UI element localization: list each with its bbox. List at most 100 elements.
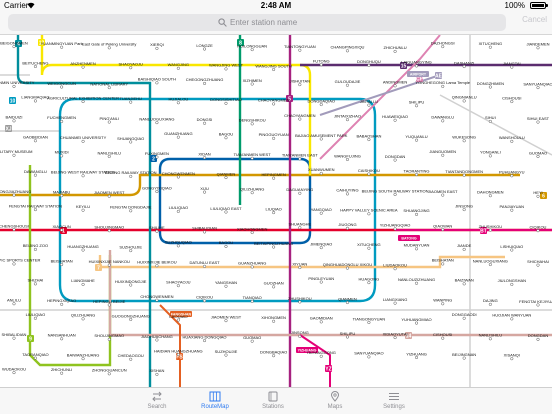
line-13-badge[interactable]: 13 xyxy=(38,39,45,47)
station-dot[interactable] xyxy=(224,176,228,180)
station[interactable]: TIAN'ANMEN WEST xyxy=(234,152,272,160)
station[interactable]: JIMENQIAO xyxy=(310,241,332,250)
station-dot[interactable] xyxy=(81,248,85,252)
station[interactable]: SHUANGQIAO xyxy=(117,136,144,144)
station[interactable]: HUIXINDONGJIE xyxy=(115,279,147,287)
station-dot[interactable] xyxy=(298,191,302,195)
station[interactable]: ANDINGMEN xyxy=(383,80,408,88)
station-dot[interactable] xyxy=(272,176,276,180)
station[interactable]: QINGNIANLU xyxy=(452,95,477,103)
station[interactable]: CAIHUYING xyxy=(336,188,359,196)
station-dot[interactable] xyxy=(441,227,445,232)
station[interactable]: CHONGWENMEN xyxy=(162,171,195,179)
station-dot[interactable] xyxy=(345,266,350,270)
station[interactable]: GUOZHAN xyxy=(264,281,284,289)
station[interactable]: JIANDE xyxy=(457,243,472,251)
station-dot[interactable] xyxy=(12,262,16,266)
station[interactable]: NANLISHILU xyxy=(97,150,121,159)
station-dot[interactable] xyxy=(176,352,180,357)
station-dot[interactable] xyxy=(462,64,466,69)
station[interactable]: TIANTONGYUAN xyxy=(284,44,316,52)
station-dot[interactable] xyxy=(60,262,64,267)
station-dot[interactable] xyxy=(250,339,254,343)
station[interactable]: SONGJIAZHUANG xyxy=(0,189,31,197)
station-dot[interactable] xyxy=(298,48,302,52)
station-dot[interactable] xyxy=(155,338,159,342)
station-dot[interactable] xyxy=(129,174,133,178)
station-dot[interactable] xyxy=(319,137,323,141)
station[interactable]: DONGDAN xyxy=(385,154,406,162)
station[interactable]: PINGLEYUAN xyxy=(308,276,334,284)
station-dot[interactable] xyxy=(462,208,466,212)
station[interactable]: BEIJING SOUTH RAILWAY STATION xyxy=(362,188,429,197)
station[interactable]: CHANGPINGXIQU xyxy=(330,45,365,53)
station-dot[interactable] xyxy=(272,319,276,323)
station[interactable]: JIANDEMEN xyxy=(526,42,550,50)
station[interactable]: XITUCHENG xyxy=(479,41,503,49)
station-dot[interactable] xyxy=(367,103,371,107)
station[interactable]: DONGDAQIAO xyxy=(307,98,335,107)
airport-badge[interactable]: AE xyxy=(435,72,443,80)
station-dot[interactable] xyxy=(155,121,159,125)
station-dot[interactable] xyxy=(272,245,276,249)
station[interactable]: DONGZHIMEN xyxy=(477,81,504,89)
line-7-route[interactable] xyxy=(98,255,505,269)
station[interactable]: NANLISHILU xyxy=(479,333,503,341)
station-dot[interactable] xyxy=(60,154,64,158)
station[interactable]: ANZHENMEN xyxy=(70,61,96,69)
station-dot[interactable] xyxy=(155,189,159,194)
station-dot[interactable] xyxy=(60,194,64,198)
station[interactable]: WANGJING SOUTH xyxy=(255,63,292,72)
station[interactable]: CISHOUSI xyxy=(433,332,452,340)
station-dot[interactable] xyxy=(510,139,514,143)
station-dot[interactable] xyxy=(202,81,207,85)
station-dot[interactable] xyxy=(12,84,16,88)
station[interactable]: WANGJING WEST xyxy=(209,63,244,71)
station[interactable]: HUILONGGUAN xyxy=(237,43,267,52)
station-dot[interactable] xyxy=(155,264,159,268)
station[interactable]: TUANJIEHU xyxy=(119,96,142,104)
station[interactable]: DAZHONGSI xyxy=(431,40,455,49)
station[interactable]: LIUDAOKOU xyxy=(383,263,407,271)
station-dot[interactable] xyxy=(12,193,16,197)
station[interactable]: ZHICHUNLU xyxy=(384,45,407,53)
station[interactable]: FUCHENGMEN xyxy=(47,115,76,123)
station[interactable]: JIUGONG xyxy=(338,222,357,230)
station-dot[interactable] xyxy=(129,100,133,104)
station-dot[interactable] xyxy=(224,67,228,71)
station-dot[interactable] xyxy=(60,85,64,89)
station-dot[interactable] xyxy=(367,172,371,176)
station-dot[interactable] xyxy=(81,99,85,104)
station-dot[interactable] xyxy=(250,230,254,235)
station[interactable]: DATUNLU EAST xyxy=(189,260,220,268)
station-dot[interactable] xyxy=(345,301,350,305)
station-dot[interactable] xyxy=(393,118,397,122)
station[interactable]: GAOMIDIAN xyxy=(310,316,333,324)
station[interactable]: BABAOSHAN xyxy=(356,133,381,142)
station[interactable]: LAIGUANGYING xyxy=(401,60,432,68)
station[interactable]: XIYUAN xyxy=(292,261,307,270)
station[interactable]: CHONGWENMEN xyxy=(140,294,174,302)
station-dot[interactable] xyxy=(462,282,466,286)
station-dot[interactable] xyxy=(250,82,254,86)
station[interactable]: XISHAN xyxy=(149,368,164,376)
station-dot[interactable] xyxy=(488,262,492,267)
station[interactable]: SUZHOUJIE xyxy=(215,349,238,357)
station[interactable]: YUHUANGMIAO xyxy=(401,317,432,325)
station[interactable]: NANSANHUAN xyxy=(48,333,76,341)
station[interactable]: FUTONG xyxy=(313,59,330,67)
line-6-badge[interactable]: 6 xyxy=(540,192,547,200)
station[interactable]: CHUANMEI UNIVERSITY xyxy=(60,135,107,143)
station-dot[interactable] xyxy=(129,317,133,322)
station-dot[interactable] xyxy=(129,209,133,213)
station-dot[interactable] xyxy=(488,337,492,341)
station[interactable]: DAHONGMEN xyxy=(477,189,504,198)
station[interactable]: ZHUSHIKOU xyxy=(288,296,312,304)
station-dot[interactable] xyxy=(510,248,514,252)
station-dot[interactable] xyxy=(155,81,159,85)
station[interactable]: JIAOMEN WEST xyxy=(94,190,125,198)
station-dot[interactable] xyxy=(202,299,207,303)
station-dot[interactable] xyxy=(272,102,276,106)
station[interactable]: YIZHUANGQIAO xyxy=(380,223,411,231)
station[interactable]: DONGHUQU xyxy=(357,59,381,67)
